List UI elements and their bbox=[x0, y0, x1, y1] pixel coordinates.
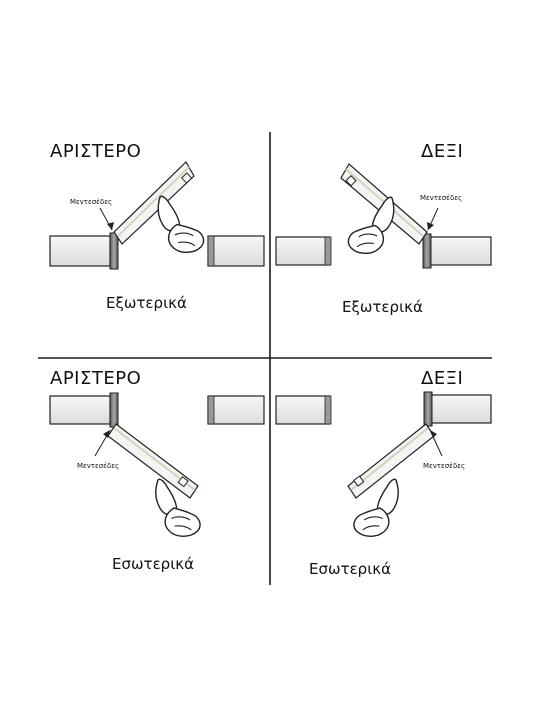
quadrant-top-right bbox=[275, 163, 492, 269]
hinge-label-bottom-left: Μεντεσέδες bbox=[77, 462, 120, 470]
quadrant-title-bottom-right: ΔΕΞΙ bbox=[421, 368, 464, 389]
quadrant-title-top-left: ΑΡΙΣΤΕΡΟ bbox=[50, 141, 142, 162]
caption-top-right: Εξωτερικά bbox=[342, 298, 423, 316]
quadrant-bottom-right bbox=[275, 391, 492, 541]
wall-segment bbox=[430, 394, 492, 424]
hinge-block bbox=[207, 235, 215, 267]
hand-icon bbox=[155, 189, 206, 258]
door-panel bbox=[107, 423, 199, 499]
caption-bottom-right: Εσωτερικά bbox=[309, 560, 392, 578]
quadrant-title-top-right: ΔΕΞΙ bbox=[421, 141, 464, 162]
quadrant-bottom-left bbox=[49, 392, 265, 541]
hinge-block bbox=[423, 391, 433, 427]
wall-segment bbox=[49, 395, 111, 425]
hinge-label-top-right: Μεντεσέδες bbox=[420, 194, 463, 202]
quadrant-title-bottom-left: ΑΡΙΣΤΕΡΟ bbox=[50, 368, 142, 389]
hinge-block bbox=[422, 233, 432, 269]
wall-segment bbox=[275, 236, 331, 266]
hinge-block bbox=[109, 392, 119, 428]
hinge-label-bottom-right: Μεντεσέδες bbox=[423, 462, 466, 470]
quadrant-top-left bbox=[49, 161, 265, 270]
hinge-block bbox=[109, 232, 119, 270]
wall-segment bbox=[429, 236, 492, 266]
caption-bottom-left: Εσωτερικά bbox=[112, 555, 195, 573]
hinge-block bbox=[207, 395, 215, 425]
wall-segment bbox=[207, 235, 265, 267]
hinge-block bbox=[324, 236, 332, 266]
hinge-block bbox=[324, 395, 332, 425]
wall-segment bbox=[49, 235, 111, 267]
caption-top-left: Εξωτερικά bbox=[106, 294, 187, 312]
wall-segment bbox=[207, 395, 265, 425]
wall-segment bbox=[275, 395, 331, 425]
hinge-label-top-left: Μεντεσέδες bbox=[70, 198, 113, 206]
